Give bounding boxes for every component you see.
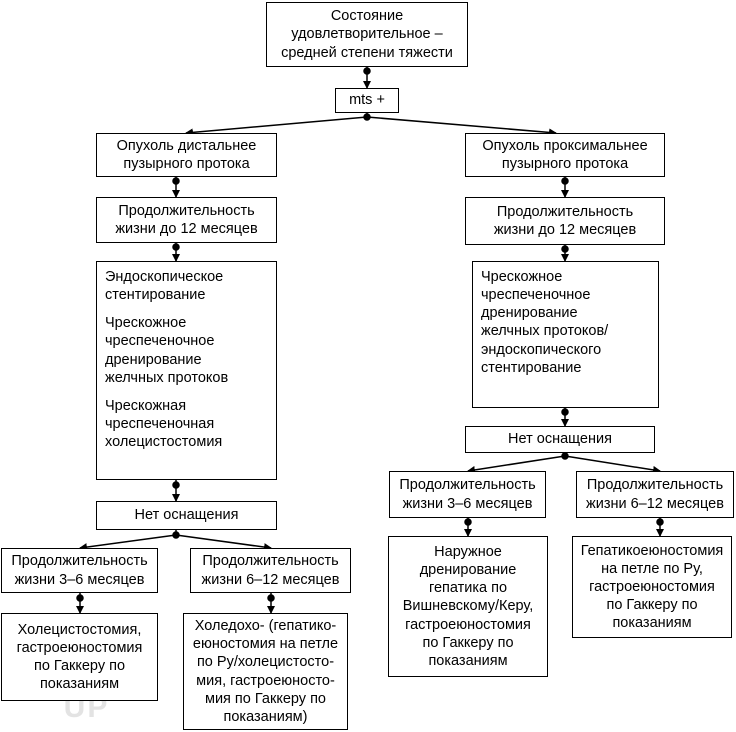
mts-box: mts + (335, 88, 399, 113)
edge-noequip-life612 (175, 534, 272, 552)
node-text-line: мия, гастроеюносто- (196, 672, 335, 689)
procedure-text-line: желчных протоков (105, 369, 229, 386)
edge-dot (363, 67, 371, 75)
node-text-line: пузырного протока (123, 156, 250, 172)
life-12-right-box: Продолжительность жизни до 12 месяцев (465, 197, 665, 245)
node-text-line: показаниям (428, 652, 508, 669)
node-text-line: эндоскопического (481, 341, 602, 358)
paragraph-gap (105, 387, 268, 397)
node-text-line: Состояние (330, 8, 404, 25)
procedure-text-line: стентирование (105, 287, 206, 304)
node-text-line: Продолжительность (399, 477, 536, 494)
node-text-line: Чрескожное (481, 269, 563, 285)
node-text-line: Гепатикоеюностомия (580, 542, 724, 559)
node-text-line: гастроеюностомия (405, 616, 531, 633)
procedure-text-line: чреспеченочное (105, 333, 215, 350)
node-text-line: Продолжительность (11, 553, 148, 570)
edge-dot (76, 594, 84, 602)
node-text-line: Нет оснащения (508, 431, 612, 448)
node-text-line: удовлетворительное – (291, 26, 443, 43)
node-text-line: желчных протоков/ (481, 323, 609, 340)
edge-mts-proximal (366, 116, 557, 137)
edge-dot (561, 245, 569, 253)
procedure-text-line: Эндоскопическое (105, 269, 224, 285)
node-text-line: жизни 3–6 месяцев (14, 571, 145, 588)
node-text-line: mts + (349, 92, 385, 109)
node-text-line: на петле по Ру, (601, 560, 703, 577)
edge-dot (561, 177, 569, 185)
node-text-line: дренирование (419, 562, 517, 579)
edge-dot (172, 481, 180, 489)
no-equipment-right-box: Нет оснащения (465, 426, 655, 453)
node-text-line: пузырного протока (501, 156, 629, 172)
node-text-line: еюностомия на петле (192, 636, 339, 653)
paragraph-gap (105, 304, 268, 314)
node-text-line: жизни 3–6 месяцев (402, 495, 533, 512)
node-text-line: жизни до 12 месяцев (115, 221, 258, 237)
node-text-line: дренирование (481, 305, 578, 322)
node-text-line: жизни до 12 месяцев (493, 222, 637, 238)
node-text-line: гастроеюностомия (589, 578, 715, 595)
node-text-line: показаниям (39, 676, 120, 693)
node-text-line: Опухоль проксимальнее (482, 137, 648, 154)
proximal-tumor-box: Опухоль проксимальнее пузырного протока (465, 133, 665, 177)
edge-noequip-life36 (79, 534, 177, 552)
node-text-line: показаниям (612, 615, 692, 632)
node-text-line: гастроеюностомия (16, 639, 143, 656)
edge-mts-distal (185, 116, 368, 137)
distal-tumor-box: Опухоль дистальнее пузырного протока (96, 133, 277, 177)
node-text-line: по Ру/холецистосто- (196, 654, 335, 671)
node-text-line: по Гаккеру по (606, 597, 698, 614)
node-text-line: гепатика по (428, 580, 508, 597)
node-text-line: стентирование (481, 359, 582, 376)
node-text-line: Продолжительность (118, 202, 255, 219)
edge-dot (267, 594, 275, 602)
node-text-line: Наружное (434, 544, 502, 561)
node-text-line: Вишневскому/Керу, (402, 598, 534, 615)
node-text-line: средней степени тяжести (281, 44, 453, 61)
node-text-line: по Гаккеру по (422, 634, 514, 651)
node-text-line: жизни 6–12 месяцев (201, 571, 340, 588)
node-text-line: жизни 6–12 месяцев (586, 495, 724, 512)
procedure-text-line: холецистостомия (105, 434, 223, 450)
procedure-text-line: Чрескожная (105, 397, 187, 414)
node-text-line: Холецистостомия, (17, 621, 142, 638)
node-text-line: Продолжительность (586, 477, 724, 494)
life-12-left-box: Продолжительность жизни до 12 месяцев (96, 197, 277, 243)
node-text-line: по Гаккеру по (33, 658, 126, 674)
node-text-line: показаниям) (223, 708, 308, 725)
edge-dot (656, 518, 664, 526)
edge-dot (464, 518, 472, 526)
edge-dot (561, 408, 569, 416)
node-text-line: чреспеченочное (481, 287, 591, 304)
node-text-line: Опухоль дистальнее (116, 137, 257, 154)
edge-dot (172, 243, 180, 251)
no-equipment-left-box: Нет оснащения (96, 501, 277, 530)
edge-noequipr-life612 (564, 455, 661, 474)
node-text-line: мия по Гаккеру по (204, 690, 326, 707)
procedure-text-line: чреспеченочная (105, 415, 215, 432)
procedure-text-line: дренирование (105, 351, 202, 368)
edge-dot (172, 177, 180, 185)
cholecystostomy-box: Холецистостомия,гастроеюностомия по Гакке… (1, 613, 158, 701)
node-text-line: Нет оснащения (134, 507, 239, 524)
procedure-text-line: Чрескожное (105, 315, 187, 332)
node-text-line: Продолжительность (496, 203, 634, 220)
node-text-line: Холедохо- (гепатико- (194, 618, 337, 635)
edge-noequipr-life36 (467, 455, 566, 474)
node-text-line: Продолжительность (202, 553, 339, 570)
